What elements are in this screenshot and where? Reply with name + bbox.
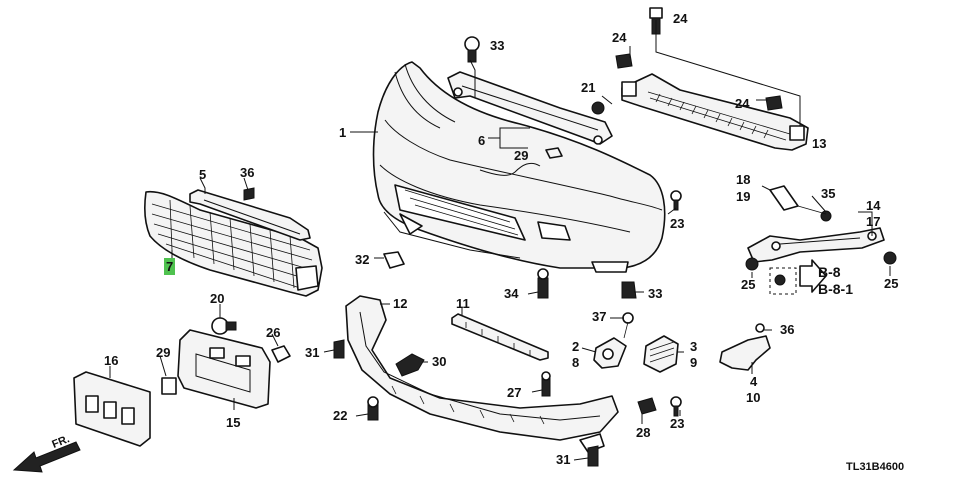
label-23-right: 23 (670, 216, 685, 231)
label-5: 5 (199, 167, 207, 182)
ref-b8-1: B-8-1 (818, 281, 854, 297)
fog-cover-left (593, 337, 627, 369)
label-21: 21 (581, 80, 596, 95)
label-24-top: 24 (673, 11, 688, 26)
label-25-right: 25 (884, 276, 899, 291)
license-plate-base (177, 329, 271, 409)
label-8: 8 (572, 355, 580, 370)
label-29-top: 29 (514, 148, 529, 163)
front-arrow-icon (12, 441, 81, 473)
label-4: 4 (750, 374, 758, 389)
upper-beam-bracket (447, 71, 613, 159)
upper-grille (144, 190, 323, 297)
label-17: 17 (866, 214, 881, 229)
lower-garnish (345, 295, 619, 453)
ref-b8: B-8 (818, 264, 841, 280)
label-20: 20 (210, 291, 225, 306)
label-14: 14 (866, 198, 881, 213)
label-10: 10 (746, 390, 761, 405)
label-28: 28 (636, 425, 651, 440)
bumper-absorber (621, 73, 809, 151)
label-35: 35 (821, 186, 836, 201)
label-16: 16 (104, 353, 119, 368)
label-1: 1 (339, 125, 347, 140)
label-7: 7 (164, 258, 176, 275)
label-29-left: 29 (156, 345, 171, 360)
label-11: 11 (456, 296, 470, 311)
label-30: 30 (432, 354, 447, 369)
bumper-face (372, 61, 666, 273)
label-7-highlight: 7 (164, 258, 176, 275)
label-32: 32 (355, 252, 370, 267)
clip-30 (395, 353, 425, 377)
label-9: 9 (690, 355, 698, 370)
label-23-lower: 23 (670, 416, 685, 431)
leader-lines (109, 20, 891, 461)
spoiler-strip (451, 313, 549, 361)
label-18: 18 (736, 172, 751, 187)
fasteners (161, 7, 897, 467)
label-6: 6 (478, 133, 486, 148)
label-36-right: 36 (780, 322, 795, 337)
grille-upper-trim (189, 189, 311, 241)
label-12: 12 (393, 296, 408, 311)
label-24-mid: 24 (612, 30, 627, 45)
diagram-code: TL31B4600 (846, 461, 905, 473)
label-22: 22 (333, 408, 348, 423)
label-19: 19 (736, 189, 751, 204)
label-24-right: 24 (735, 96, 750, 111)
label-3: 3 (690, 339, 698, 354)
label-2: 2 (572, 339, 580, 354)
label-25-left: 25 (741, 277, 756, 292)
label-31-top: 31 (305, 345, 320, 360)
label-33-top: 33 (490, 38, 505, 53)
label-13: 13 (812, 136, 827, 151)
label-33-lower: 33 (648, 286, 663, 301)
label-36-grille: 36 (240, 165, 255, 180)
label-31-bottom: 31 (556, 452, 571, 467)
fog-cover-right (643, 335, 679, 373)
label-15: 15 (226, 415, 241, 430)
label-37: 37 (592, 309, 607, 324)
side-bracket (747, 227, 885, 263)
label-27: 27 (507, 385, 522, 400)
label-26: 26 (266, 325, 281, 340)
license-plate-frame (73, 371, 151, 447)
side-spacer (719, 335, 771, 371)
label-34: 34 (504, 286, 519, 301)
